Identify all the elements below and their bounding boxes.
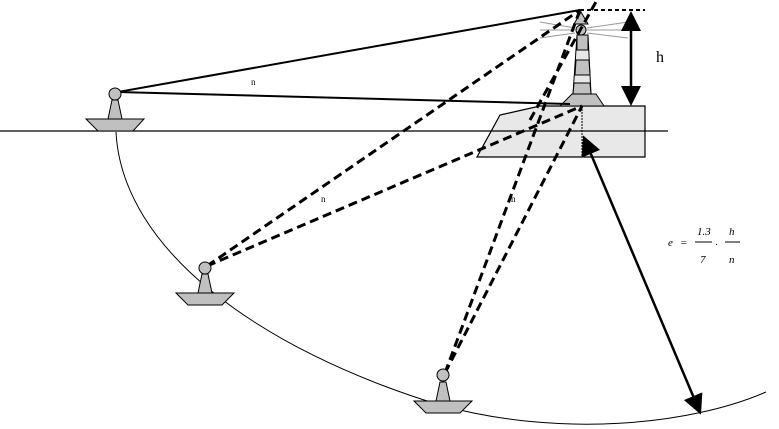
buoy-icon: [412, 368, 474, 414]
svg-text:n: n: [729, 254, 735, 266]
height-label: h: [656, 49, 664, 66]
svg-text:·: ·: [715, 239, 718, 251]
svg-text:h: h: [729, 226, 735, 238]
range-formula: e = 1.3 7 · h n: [668, 226, 740, 266]
svg-text:e: e: [668, 237, 673, 249]
n-label: n: [511, 194, 516, 204]
buoy-icon: [174, 261, 236, 306]
buoy-icon: [84, 87, 146, 132]
n-label: n: [321, 194, 326, 204]
n-label: n: [251, 77, 256, 87]
svg-text:=: =: [680, 237, 687, 249]
svg-text:1.3: 1.3: [697, 226, 711, 238]
range-arrow: [581, 135, 703, 415]
lighthouse-icon: [558, 11, 605, 107]
svg-text:7: 7: [700, 254, 706, 266]
